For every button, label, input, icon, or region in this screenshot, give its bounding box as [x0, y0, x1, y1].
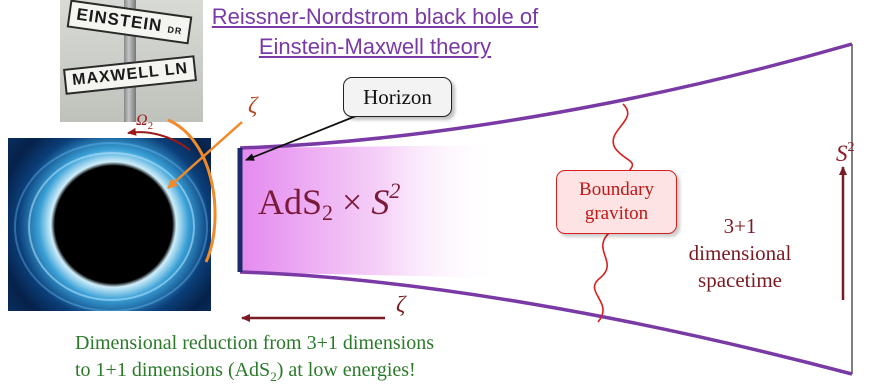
- spacetime-line-2: dimensional: [688, 241, 792, 265]
- boundary-graviton-line-2: graviton: [584, 203, 649, 224]
- omega-symbol: Ω: [136, 112, 148, 129]
- times-symbol: ×: [333, 182, 372, 222]
- omega-label: Ω2: [136, 112, 153, 132]
- street-sign-photo: EINSTEIN DR MAXWELL LN: [60, 0, 203, 122]
- ads-throat-fill: [240, 145, 500, 278]
- zeta-bottom-label: ζ: [396, 292, 406, 317]
- s2-axis-label: S2: [836, 140, 855, 167]
- s2-symbol: S: [836, 141, 848, 166]
- title-line-1: Reissner-Nordstrom black hole of: [211, 4, 539, 29]
- graviton-wave-bottom: [593, 231, 611, 323]
- zeta-orange-arc: [167, 118, 217, 263]
- zeta-top-label: ζ: [248, 93, 258, 118]
- dimensional-reduction-note: Dimensional reduction from 3+1 dimension…: [75, 330, 635, 390]
- ads-subscript: 2: [322, 200, 334, 225]
- note-line-2-sub: 2: [270, 369, 277, 384]
- black-hole-image: [8, 138, 211, 311]
- zeta-orange-pointer: [167, 121, 243, 189]
- graviton-wave-top: [612, 103, 634, 173]
- note-line-2: to 1+1 dimensions (AdS2) at low energies…: [75, 357, 635, 390]
- spacetime-label: 3+1 dimensional spacetime: [680, 213, 800, 294]
- omega-arrow: [127, 127, 191, 151]
- s-symbol: S: [371, 182, 390, 222]
- s2-superscript: 2: [847, 140, 855, 155]
- throat-upper-curve: [239, 42, 853, 150]
- note-line-2-end: ) at low energies!: [276, 359, 416, 381]
- boundary-graviton-line-1: Boundary: [579, 179, 654, 200]
- ads2-x-s2-label: AdS2 × S2: [258, 178, 400, 226]
- spacetime-line-1: 3+1: [723, 214, 757, 238]
- s-superscript: 2: [389, 178, 401, 203]
- throat-lower-curve: [239, 270, 853, 376]
- title-line-2: Einstein-Maxwell theory: [258, 34, 492, 59]
- horizon-label-box: Horizon: [343, 77, 452, 117]
- spacetime-line-3: spacetime: [698, 268, 782, 292]
- accretion-swirl: [14, 142, 208, 311]
- note-line-1: Dimensional reduction from 3+1 dimension…: [75, 332, 435, 354]
- omega-subscript: 2: [147, 120, 154, 133]
- boundary-graviton-box: Boundary graviton: [556, 170, 677, 234]
- horizon-pointer-arrow: [245, 111, 367, 161]
- ads-text: AdS: [258, 182, 323, 222]
- note-line-2-start: to 1+1 dimensions (AdS: [75, 359, 271, 381]
- horizon-label: Horizon: [363, 84, 432, 109]
